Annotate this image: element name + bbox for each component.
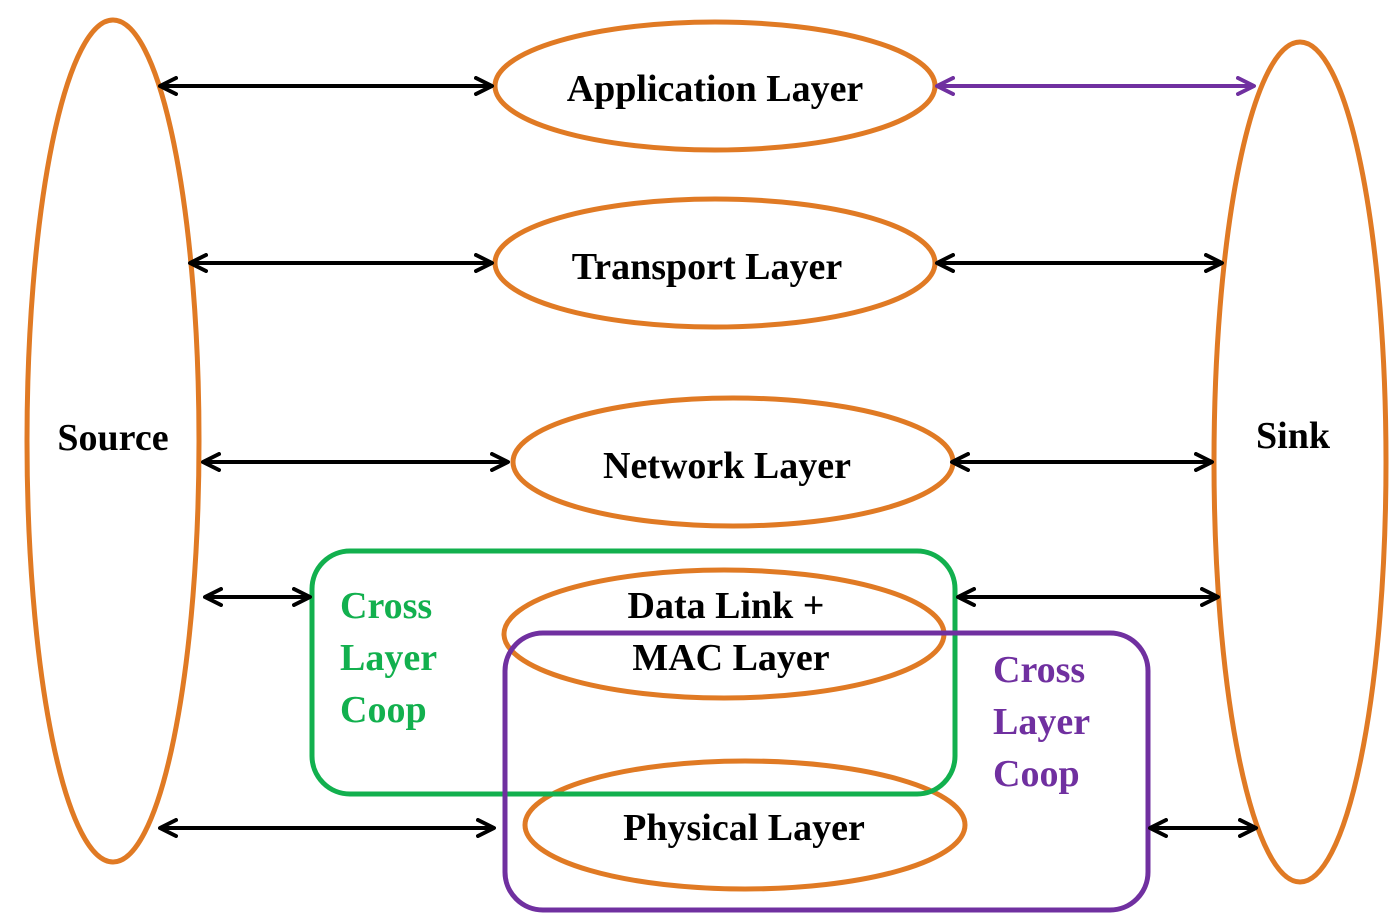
- sink-label: Sink: [1256, 415, 1331, 457]
- physical-layer-node: [522, 758, 968, 892]
- cross-layer-coop-purple-line3: Coop: [993, 753, 1080, 795]
- cross-layer-coop-green-box: [309, 548, 958, 797]
- datalink-layer-label-line2: MAC Layer: [632, 637, 829, 679]
- source-node: [24, 17, 202, 865]
- cross-layer-coop-green-line1: Cross: [340, 585, 432, 627]
- cross-layer-coop-green-line2: Layer: [340, 637, 437, 679]
- source-label: Source: [57, 417, 168, 459]
- application-layer-label: Application Layer: [567, 68, 864, 110]
- physical-layer-label: Physical Layer: [623, 807, 865, 849]
- network-layer-label: Network Layer: [603, 445, 851, 487]
- cross-layer-coop-purple-line1: Cross: [993, 649, 1085, 691]
- cross-layer-coop-purple-box: [502, 630, 1151, 913]
- datalink-layer-label-line1: Data Link +: [628, 585, 825, 627]
- sink-node: [1211, 39, 1389, 885]
- cross-layer-coop-purple-line2: Layer: [993, 701, 1090, 743]
- transport-layer-label: Transport Layer: [572, 246, 843, 288]
- cross-layer-coop-green-line3: Coop: [340, 689, 427, 731]
